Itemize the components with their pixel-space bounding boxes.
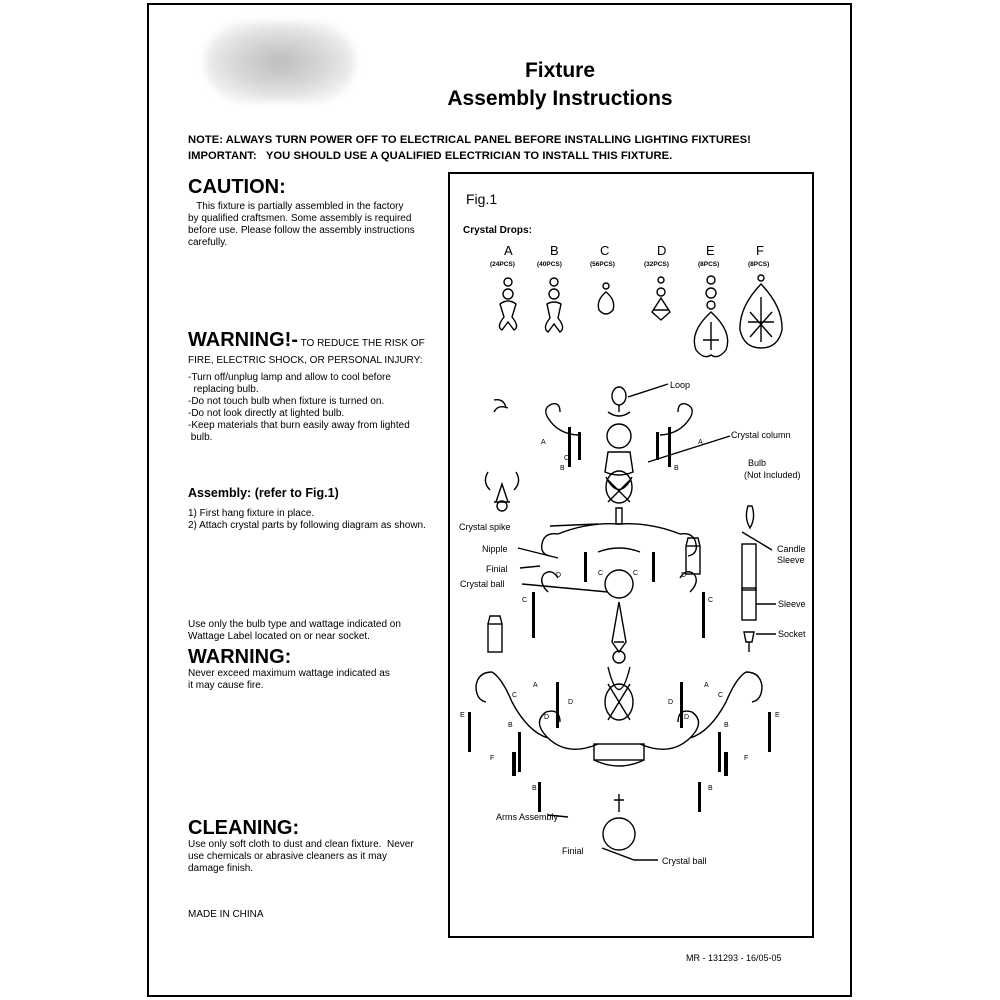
part-letter-a: A [698, 439, 703, 446]
part-letter-c: C [522, 597, 527, 604]
drop-d-crystal [651, 276, 671, 321]
drop-e-qty: (8PCS) [698, 261, 719, 268]
part-letter-f: F [744, 755, 748, 762]
warning-body: -Turn off/unplug lamp and allow to cool … [188, 372, 410, 444]
page-border [147, 3, 852, 997]
warning2-heading: WARNING: [188, 646, 292, 668]
drop-e-crystal [693, 275, 729, 358]
callout-crystal-ball-bottom: Crystal ball [662, 856, 707, 866]
chandelier-drawing [468, 383, 776, 861]
brand-logo [205, 22, 355, 102]
drop-d-qty: (32PCS) [644, 261, 669, 268]
part-letter-b: B [508, 722, 513, 729]
cleaning-body: Use only soft cloth to dust and clean fi… [188, 839, 414, 875]
figure-diagram: Fig.1 Crystal Drops: A B C D E F (24PCS)… [459, 191, 806, 866]
part-letter-d: D [668, 699, 673, 706]
drop-c-qty: (56PCS) [590, 261, 615, 268]
callout-candle-sleeve: Sleeve [777, 555, 805, 565]
cleaning-heading: CLEANING: [188, 817, 300, 839]
callout-socket: Socket [778, 629, 806, 639]
part-letter-b: B [532, 785, 537, 792]
part-letter-b: B [724, 722, 729, 729]
caution-heading: CAUTION: [188, 176, 286, 198]
part-letter-b: B [674, 465, 679, 472]
drop-a-crystal [498, 277, 518, 331]
made-in-label: MADE IN CHINA [188, 909, 264, 920]
part-letter-a: A [533, 682, 538, 689]
part-letter-d: D [684, 714, 689, 721]
warning-line2: FIRE, ELECTRIC SHOCK, OR PERSONAL INJURY… [188, 355, 423, 366]
part-letter-c: C [718, 692, 723, 699]
figure-title: Fig.1 [466, 191, 497, 207]
callout-candle: Candle [777, 544, 806, 554]
part-letter-a: A [541, 439, 546, 446]
assembly-heading: Assembly: (refer to Fig.1) [188, 486, 339, 500]
drop-b-letter: B [550, 243, 559, 258]
drop-b-crystal [544, 277, 564, 333]
document-code: MR - 131293 - 16/05-05 [686, 953, 782, 963]
drop-f-crystal [739, 274, 783, 349]
drop-f-qty: (8PCS) [748, 261, 769, 268]
callout-crystal-ball: Crystal ball [460, 579, 505, 589]
part-letter-c: C [512, 692, 517, 699]
drop-b-qty: (40PCS) [537, 261, 562, 268]
part-letter-f: F [490, 755, 494, 762]
callout-finial-bottom: Finial [562, 846, 584, 856]
bulb-wattage-note: Use only the bulb type and wattage indic… [188, 619, 401, 643]
part-letter-c: C [564, 455, 569, 462]
warning2-body: Never exceed maximum wattage indicated a… [188, 668, 390, 692]
callout-finial: Finial [486, 564, 508, 574]
part-letter-d: D [556, 572, 561, 579]
assembly-body: 1) First hang fixture in place. 2) Attac… [188, 508, 426, 532]
drop-a-qty: (24PCS) [490, 261, 515, 268]
part-letter-e: E [775, 712, 780, 719]
note-power-off: NOTE: ALWAYS TURN POWER OFF TO ELECTRICA… [188, 134, 751, 146]
part-letter-d: D [681, 572, 686, 579]
drop-d-letter: D [657, 243, 666, 258]
part-letter-c: C [598, 570, 603, 577]
caution-body: This fixture is partially assembled in t… [188, 201, 415, 249]
callout-sleeve: Sleeve [778, 599, 806, 609]
drop-e-letter: E [706, 243, 715, 258]
warning-inline-text: TO REDUCE THE RISK OF [297, 338, 425, 349]
callout-bulb: Bulb [748, 458, 766, 468]
drop-c-crystal [597, 282, 615, 315]
callout-crystal-spike: Crystal spike [459, 522, 511, 532]
crystal-drops-label: Crystal Drops: [463, 225, 532, 236]
part-letter-a: A [704, 682, 709, 689]
callout-crystal-column: Crystal column [731, 430, 791, 440]
warning-heading: WARNING!- TO REDUCE THE RISK OF [188, 329, 425, 355]
part-letter-c: C [708, 597, 713, 604]
part-letter-c: C [633, 570, 638, 577]
figure-frame [448, 172, 814, 938]
part-letter-d: D [544, 714, 549, 721]
part-letter-b: B [560, 465, 565, 472]
callout-loop: Loop [670, 380, 690, 390]
doc-title-line1: Fixture [524, 59, 595, 82]
callout-bulb-note: (Not Included) [744, 470, 801, 480]
callout-arms-assembly: Arms Assembly [496, 812, 559, 822]
drop-c-letter: C [600, 243, 609, 258]
part-letter-d: D [568, 699, 573, 706]
drop-a-letter: A [504, 243, 513, 258]
callout-nipple: Nipple [482, 544, 508, 554]
part-letter-b: B [708, 785, 713, 792]
note-important: IMPORTANT: YOU SHOULD USE A QUALIFIED EL… [188, 150, 673, 162]
part-letter-e: E [460, 712, 465, 719]
doc-title-line2: Assembly Instructions [447, 87, 673, 110]
warning-heading-label: WARNING!- [188, 329, 298, 351]
drop-f-letter: F [756, 243, 764, 258]
